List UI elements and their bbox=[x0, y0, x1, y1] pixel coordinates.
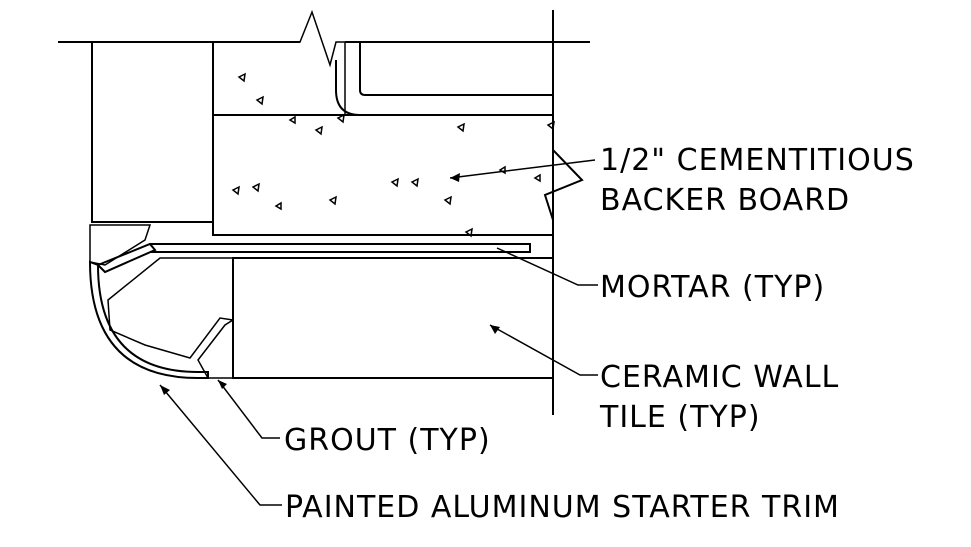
label-backer-line2: BACKER BOARD bbox=[600, 183, 850, 218]
grout-upper bbox=[89, 224, 152, 266]
backer-board bbox=[212, 72, 584, 238]
mortar-bed bbox=[150, 234, 553, 253]
label-tile-line2: TILE (TYP) bbox=[599, 400, 761, 435]
leader-trim bbox=[159, 384, 282, 506]
upper-ceramic-tile bbox=[91, 41, 214, 223]
label-trim: PAINTED ALUMINUM STARTER TRIM bbox=[285, 490, 840, 525]
framing-member bbox=[335, 42, 553, 116]
grout-lower bbox=[197, 318, 234, 379]
lower-ceramic-tile bbox=[232, 257, 554, 379]
upper-concrete-block bbox=[212, 9, 346, 116]
label-backer-line1: 1/2" CEMENTITIOUS bbox=[600, 143, 915, 178]
label-mortar: MORTAR (TYP) bbox=[600, 270, 825, 305]
label-tile-line1: CERAMIC WALL bbox=[600, 360, 839, 395]
trim-setting-bed bbox=[107, 257, 234, 359]
leader-backer bbox=[449, 159, 596, 182]
leader-grout bbox=[217, 379, 280, 439]
leader-mortar bbox=[496, 247, 598, 286]
label-grout: GROUT (TYP) bbox=[284, 423, 491, 458]
leader-tile bbox=[489, 324, 598, 376]
starter-trim bbox=[88, 242, 209, 379]
